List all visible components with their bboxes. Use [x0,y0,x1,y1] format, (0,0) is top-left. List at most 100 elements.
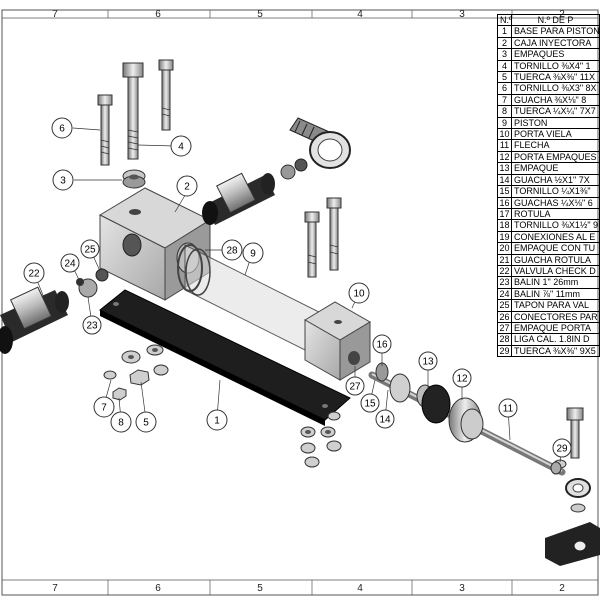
balloon: 29 [552,438,572,458]
bom-item-number: 8 [497,105,512,118]
balloon: 7 [93,396,115,418]
bolt-part [122,62,144,160]
bom-part-name: TORNILLO ⅜X1½" 9 [511,219,600,232]
balloon-label: 9 [250,249,256,260]
bom-item-number: 26 [497,310,512,323]
balloon: 12 [452,368,472,388]
bom-header-part: N.º DE P [511,13,600,27]
bom-header-number: N.º [497,13,512,27]
bom-part-name: CONEXIONES AL E [511,230,600,244]
bom-item-number: 4 [497,59,512,73]
balloon-label: 25 [84,245,96,256]
balloon: 16 [372,334,392,354]
balloon: 27 [345,376,365,396]
bom-item-number: 5 [497,71,512,84]
balloon-label: 23 [86,321,98,332]
seal-part [122,169,146,189]
bom-part-name: TORNILLO ¼X1⅜" [511,185,600,198]
balloon-label: 4 [178,142,184,153]
check-valve-part [202,158,308,225]
balloon: 4 [170,135,192,157]
balloon-label: 7 [101,403,107,414]
balloon: 23 [82,315,102,335]
frame-column-label: 4 [357,583,363,594]
balloon: 8 [110,411,132,433]
balloon: 28 [221,239,243,261]
balloons: 6 3 4 2 28 9 10 1 5 7 8 22 24 25 23 16 1… [23,117,572,458]
bom-part-name: TUERCA ⅜X⅜" 9X5 [511,344,600,358]
bom-item-number: 20 [497,242,512,255]
bom-part-name: GUACHA ½X1" 7X [511,173,600,187]
bom-item-number: 18 [497,219,512,232]
bom-part-name: EMPAQUE CON TU [511,242,600,255]
balloon: 2 [176,175,198,197]
bom-part-name: EMPAQUE [511,162,600,175]
bom-item-number: 29 [497,344,512,358]
balloon-label: 29 [556,444,568,455]
bom-item-number: 22 [497,264,512,278]
balloon-label: 27 [349,382,361,393]
frame-column-label: 5 [257,9,263,20]
bolt-part [326,197,342,271]
balloon-label: 2 [184,182,190,193]
bom-part-name: TUERCA ⅜X⅜" 11X [511,71,600,84]
base-plate-part [99,289,351,426]
bom-part-name: CAJA INYECTORA [511,36,600,50]
frame-column-label: 5 [257,583,263,594]
bom-item-number: 7 [497,93,512,107]
frame-column-label: 7 [52,9,58,20]
bom-part-name: VALVULA CHECK D [511,264,600,278]
bom-item-number: 13 [497,162,512,175]
bom-part-name: CONECTORES PAR [511,310,600,323]
bom-part-name: TUERCA ¼X¼" 7X7 [511,105,600,118]
balloon: 5 [135,411,157,433]
elbow-fitting-part [289,117,351,169]
balloon: 9 [242,242,264,264]
balloon: 6 [51,117,73,139]
balloon: 1 [206,409,228,431]
bolt-part [158,59,174,131]
bom-item-number: 9 [497,116,512,130]
bom-item-number: 27 [497,321,512,335]
balloon-label: 28 [226,246,238,257]
bom-item-number: 16 [497,196,512,209]
balloon-label: 10 [353,289,365,300]
bom-part-name: GUACHA ⅜X⅛" 8 [511,93,600,107]
frame-column-label: 3 [459,9,465,20]
bom-item-number: 6 [497,82,512,95]
bolt-part [304,211,320,278]
bom-part-name: PISTON [511,116,600,130]
balloon-label: 12 [456,374,468,385]
balloon: 25 [80,239,100,259]
bom-item-number: 14 [497,173,512,187]
balloon-label: 14 [379,415,391,426]
frame-column-label: 2 [559,583,565,594]
balloon-label: 5 [143,418,149,429]
frame-column-label: 6 [155,583,161,594]
balloon-label: 8 [118,418,124,429]
bom-part-name: TAPON PARA VAL [511,299,600,312]
bom-item-number: 25 [497,299,512,312]
balloon: 13 [418,351,438,371]
bom-part-name: ROTULA [511,207,600,221]
bom-part-name: PORTA EMPAQUES [511,150,600,164]
bom-part-name: BALIN 1" 26mm [511,276,600,289]
balloon-label: 16 [376,340,388,351]
